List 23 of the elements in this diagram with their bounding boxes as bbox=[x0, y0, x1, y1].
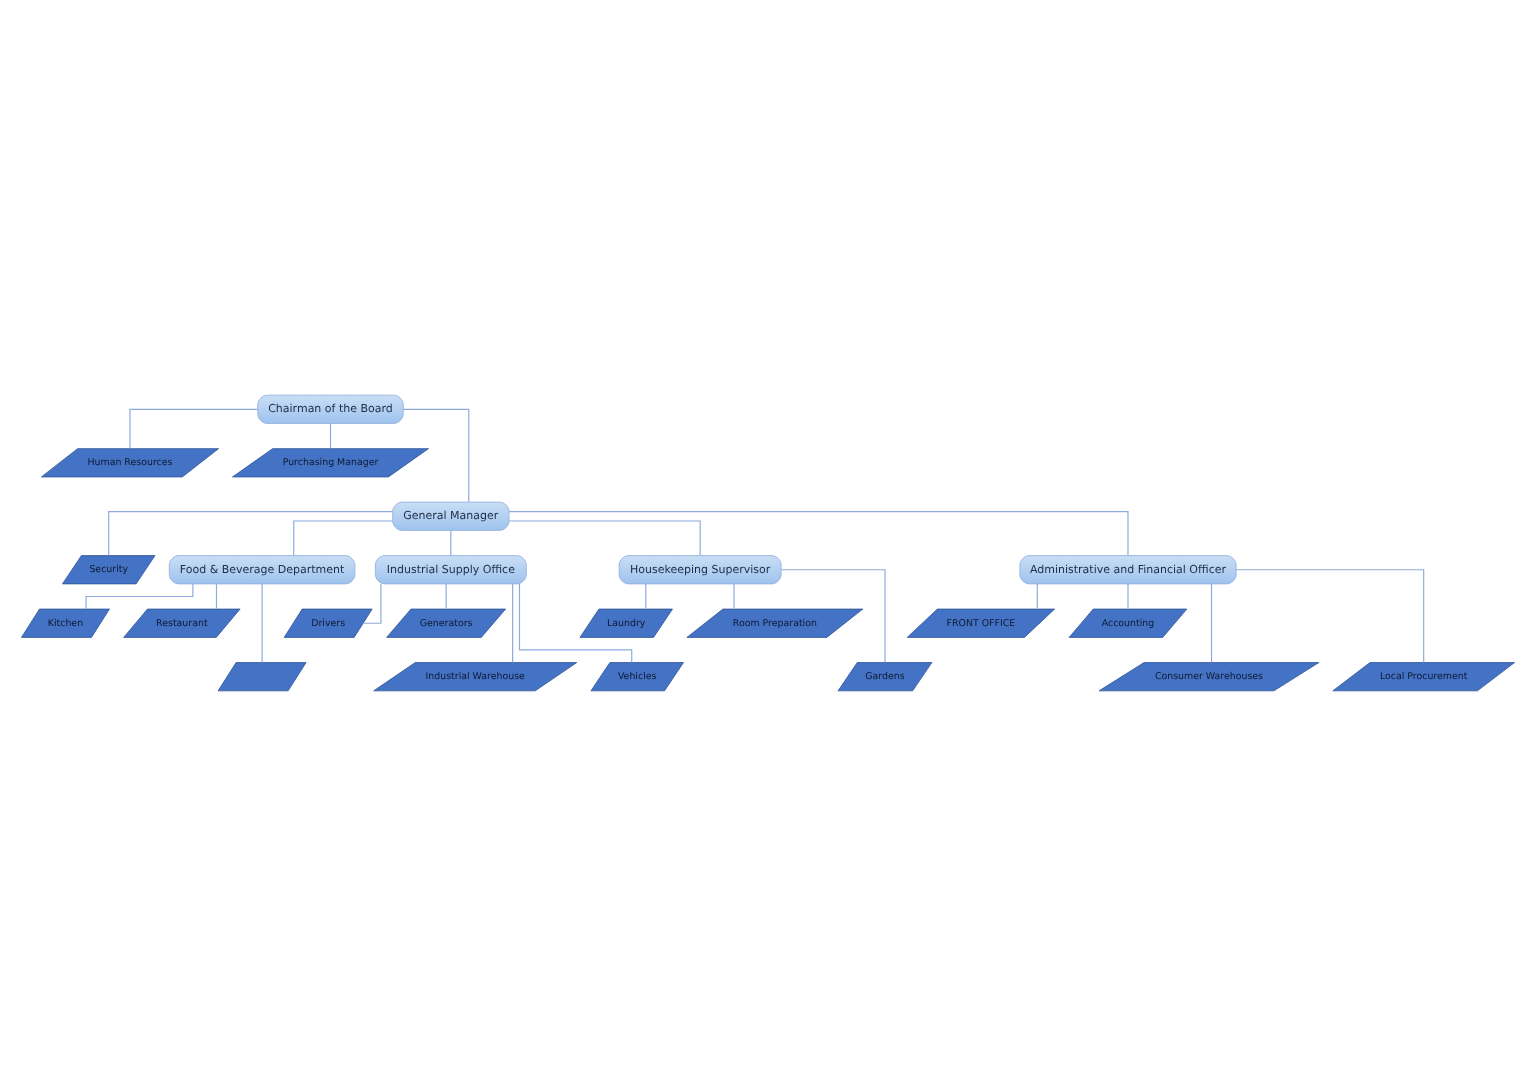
connector bbox=[780, 569, 886, 664]
connector bbox=[293, 520, 394, 556]
connector bbox=[1127, 583, 1129, 610]
connector bbox=[85, 583, 194, 610]
connector bbox=[733, 583, 735, 610]
connector bbox=[445, 583, 447, 610]
connector bbox=[261, 583, 263, 664]
connector bbox=[1210, 583, 1213, 664]
node-parallelogram bbox=[217, 662, 307, 692]
connector bbox=[518, 583, 633, 663]
connector bbox=[512, 583, 514, 664]
connector bbox=[129, 408, 259, 450]
connector bbox=[108, 510, 393, 556]
connector bbox=[450, 530, 452, 556]
connector bbox=[362, 583, 382, 624]
connector bbox=[508, 520, 701, 556]
connector bbox=[1036, 583, 1038, 610]
connector bbox=[215, 583, 218, 610]
connector bbox=[402, 408, 470, 503]
connector bbox=[508, 510, 1129, 556]
connector bbox=[645, 583, 647, 610]
connector bbox=[1235, 569, 1425, 664]
connector bbox=[329, 423, 332, 449]
